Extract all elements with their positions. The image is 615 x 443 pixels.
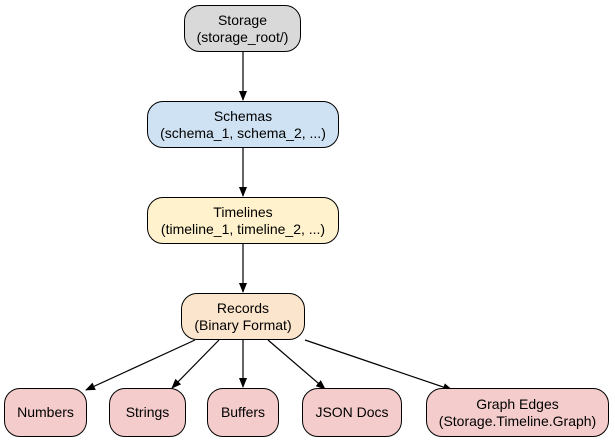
node-storage-subtitle: (storage_root/) (196, 28, 289, 45)
node-strings-title: Strings (125, 404, 170, 420)
node-json-docs-title: JSON Docs (315, 404, 389, 420)
node-schemas: Schemas (schema_1, schema_2, ...) (147, 101, 339, 148)
node-graph-edges-title: Graph Edges (476, 395, 559, 412)
edge-records-json-docs (267, 339, 326, 390)
node-strings: Strings (109, 388, 186, 437)
node-schemas-title: Schemas (213, 107, 273, 124)
node-buffers-title: Buffers (220, 404, 266, 420)
node-json-docs: JSON Docs (302, 388, 402, 437)
edge-records-numbers (85, 339, 196, 391)
node-records-title: Records (216, 299, 270, 316)
edge-records-graph-edges (304, 339, 453, 391)
edge-records-strings (171, 339, 220, 389)
node-timelines-subtitle: (timeline_1, timeline_2, ...) (160, 220, 326, 237)
node-timelines-title: Timelines (213, 203, 273, 220)
node-buffers: Buffers (207, 388, 279, 437)
node-numbers-title: Numbers (17, 404, 74, 420)
node-numbers: Numbers (4, 388, 87, 437)
node-records-subtitle: (Binary Format) (194, 316, 292, 333)
node-storage-title: Storage (217, 11, 268, 28)
node-schemas-subtitle: (schema_1, schema_2, ...) (160, 124, 326, 141)
node-graph-edges-subtitle: (Storage.Timeline.Graph) (438, 412, 597, 429)
node-storage: Storage (storage_root/) (184, 5, 301, 52)
node-graph-edges: Graph Edges (Storage.Timeline.Graph) (426, 388, 609, 437)
node-timelines: Timelines (timeline_1, timeline_2, ...) (147, 197, 339, 244)
node-records: Records (Binary Format) (181, 293, 305, 340)
